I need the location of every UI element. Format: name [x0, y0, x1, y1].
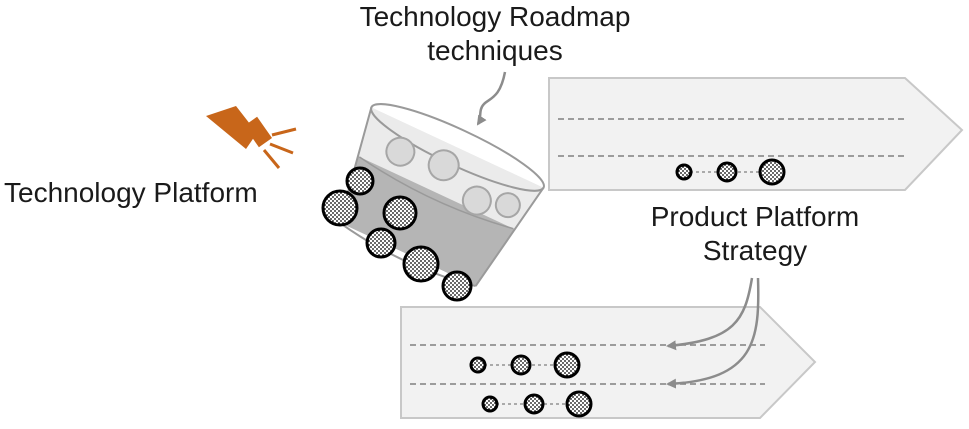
technology-roadmap-label: Technology Roadmap techniques: [330, 0, 660, 68]
technology-platform-label: Technology Platform: [4, 177, 258, 208]
roadmap-technique-circle: [385, 136, 416, 167]
strategy-pointer-arrow: [666, 277, 754, 351]
technology-node: [321, 189, 359, 227]
technology-circles: [321, 166, 473, 302]
product-platform-label-line2: Strategy: [702, 235, 808, 266]
strategy-pointer-arrow: [666, 277, 760, 389]
product-node: [565, 390, 593, 418]
product-node: [758, 158, 786, 186]
product-node: [469, 356, 487, 374]
product-node: [675, 163, 693, 181]
product-roadmap-arrow-top: [548, 77, 964, 191]
product-node: [716, 161, 738, 183]
technology-node: [345, 166, 375, 196]
technology-node: [382, 195, 418, 231]
product-platform-label-line1: Product Platform: [650, 201, 860, 232]
product-node: [510, 354, 532, 376]
technology-node: [441, 270, 473, 302]
flashlight-icon: [206, 106, 297, 169]
roadmap-pointer-arrow: [476, 71, 507, 126]
product-node: [553, 351, 581, 379]
product-node: [481, 395, 499, 413]
technology-roadmap-label-line1: Technology Roadmap: [359, 1, 631, 32]
product-platform-strategy-label: Product Platform Strategy: [615, 200, 895, 268]
product-node: [523, 393, 545, 415]
technology-node: [402, 245, 440, 283]
roadmap-technique-circle: [427, 149, 460, 182]
roadmap-technique-circle: [494, 192, 521, 219]
product-roadmap-arrow-bottom: [400, 306, 817, 419]
roadmap-technique-circle: [461, 185, 492, 216]
technology-node: [365, 227, 397, 259]
technology-roadmap-label-line2: techniques: [427, 35, 563, 66]
